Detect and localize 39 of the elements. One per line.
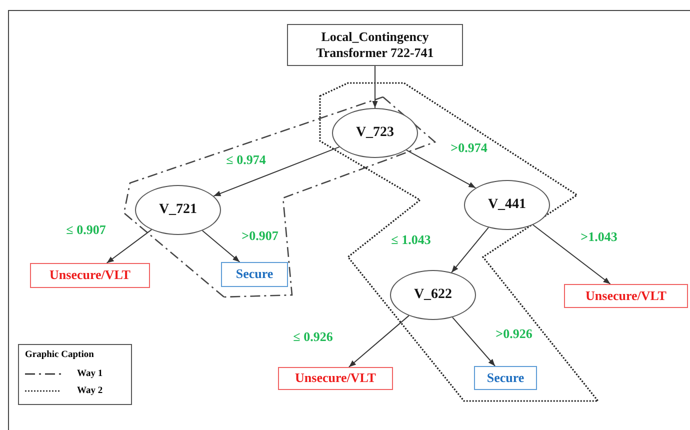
edge-label: ≤ 0.926	[293, 329, 333, 345]
arrow	[106, 229, 152, 264]
outcome-box	[474, 366, 537, 390]
title-box	[287, 24, 463, 66]
node-label: V_622	[414, 286, 452, 304]
node-label: V_721	[158, 201, 198, 219]
arrow	[202, 230, 240, 262]
node-label: V_723	[356, 124, 394, 142]
edge-label: >0.974	[450, 140, 488, 156]
decision-ellipse	[135, 185, 221, 235]
node-label: Unsecure/VLT	[586, 288, 666, 304]
arrow	[451, 227, 489, 273]
arrow	[348, 315, 410, 368]
arrow	[213, 146, 340, 197]
outcome-box	[30, 263, 150, 288]
node-label: Secure	[236, 266, 274, 283]
outcome-box	[278, 367, 393, 390]
edge-label: ≤ 1.043	[391, 232, 431, 248]
outcome-box	[564, 284, 688, 308]
arrow	[372, 66, 378, 108]
edge-label: ≤ 0.907	[66, 222, 106, 238]
edge-label: ≤ 0.974	[226, 152, 266, 168]
node-label: Local_Contingency Transformer 722-741	[315, 28, 435, 62]
node-label: Unsecure/VLT	[295, 370, 376, 387]
node-label: Secure	[486, 370, 524, 386]
legend-text: Way 2	[77, 386, 103, 396]
decision-ellipse	[390, 270, 476, 320]
outcome-box	[221, 262, 288, 287]
edge-label: >1.043	[580, 229, 618, 245]
arrow	[532, 224, 611, 284]
decision-ellipse	[332, 108, 418, 158]
node-label: Unsecure/VLT	[50, 267, 130, 284]
node-label: V_441	[488, 196, 526, 214]
arrow	[452, 316, 496, 366]
arrow	[406, 150, 476, 188]
edge-label: >0.907	[242, 228, 278, 244]
legend-title: Graphic Caption	[25, 350, 95, 360]
edge-label: >0.926	[496, 326, 532, 342]
legend-text: Way 1	[77, 368, 103, 378]
